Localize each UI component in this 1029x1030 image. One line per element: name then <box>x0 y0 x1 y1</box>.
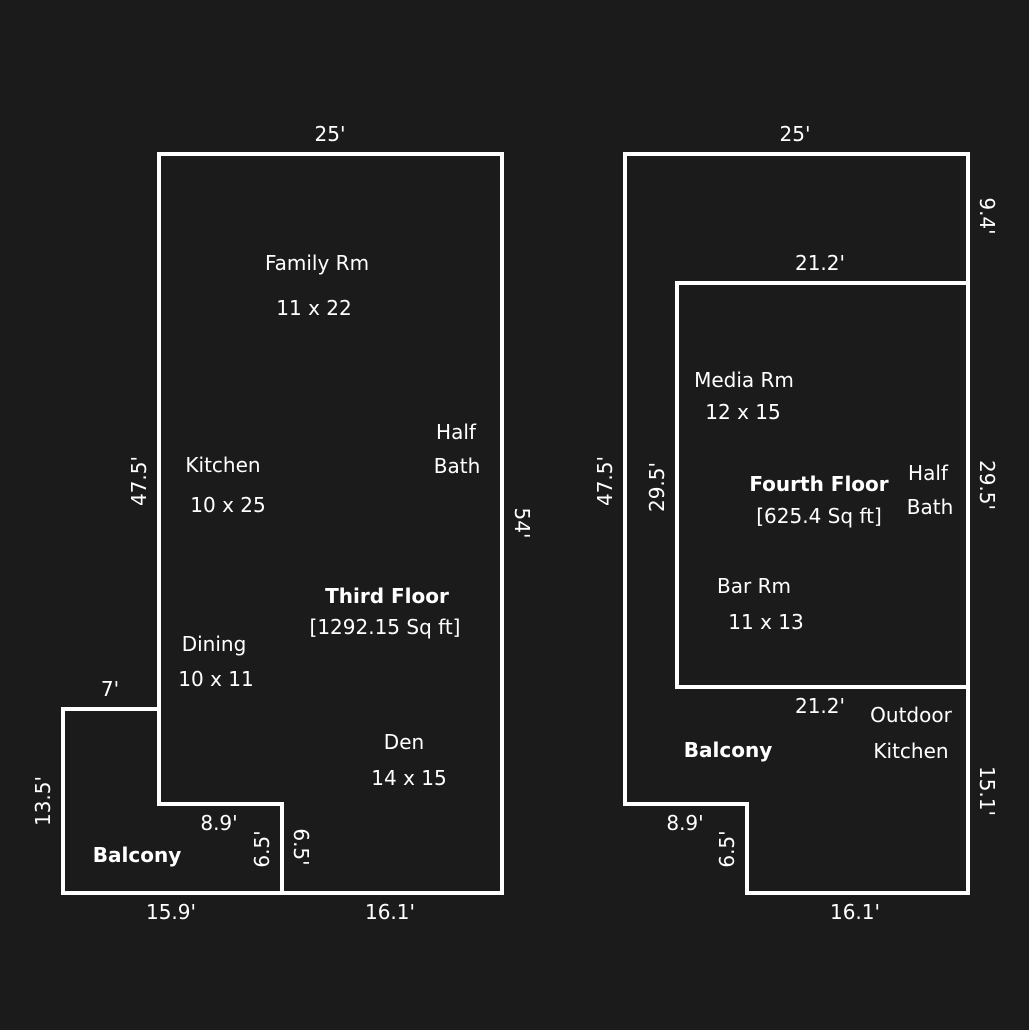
fourth-inner-bottom-dim: 21.2' <box>795 694 845 718</box>
third-notch-outer-dim: 6.5' <box>289 828 313 865</box>
outdoor-kitchen-line1: Outdoor <box>870 703 952 727</box>
media-room-size: 12 x 15 <box>705 400 780 424</box>
fourth-left-dim: 47.5' <box>593 456 617 506</box>
third-notch-inner-dim: 6.5' <box>250 830 274 867</box>
dining-name: Dining <box>182 632 247 656</box>
fourth-right-mid-dim: 29.5' <box>975 460 999 510</box>
third-bottom-left-dim: 15.9' <box>146 900 196 924</box>
family-room-size: 11 x 22 <box>276 296 351 320</box>
third-top-dim: 25' <box>315 122 346 146</box>
den-size: 14 x 15 <box>371 766 446 790</box>
third-balcony-top-dim: 7' <box>101 677 119 701</box>
fourth-half-bath-line1: Half <box>908 461 949 485</box>
media-room-name: Media Rm <box>694 368 794 392</box>
family-room-name: Family Rm <box>265 251 369 275</box>
third-floor-plan: 25' 47.5' 54' Family Rm 11 x 22 Kitchen … <box>31 122 534 924</box>
kitchen-name: Kitchen <box>185 453 260 477</box>
outdoor-kitchen-line2: Kitchen <box>873 739 948 763</box>
third-balcony-name: Balcony <box>93 843 181 867</box>
fourth-right-top-dim: 9.4' <box>975 197 999 234</box>
third-half-bath-line1: Half <box>436 420 477 444</box>
kitchen-size: 10 x 25 <box>190 493 265 517</box>
fourth-floor-outline <box>623 152 970 895</box>
fourth-floor-title: Fourth Floor <box>749 472 888 496</box>
fourth-balcony-name: Balcony <box>684 738 772 762</box>
dining-size: 10 x 11 <box>178 667 253 691</box>
fourth-bottom-dim: 16.1' <box>830 900 880 924</box>
third-left-dim: 47.5' <box>127 456 151 506</box>
third-floor-title: Third Floor <box>325 584 449 608</box>
fourth-floor-enclosed-room <box>675 281 970 689</box>
third-half-bath-line2: Bath <box>434 454 481 478</box>
fourth-top-dim: 25' <box>780 122 811 146</box>
fourth-right-bottom-dim: 15.1' <box>975 766 999 816</box>
den-name: Den <box>384 730 424 754</box>
fourth-notch-top-dim: 8.9' <box>666 811 703 835</box>
third-right-dim: 54' <box>510 508 534 539</box>
third-bottom-right-dim: 16.1' <box>365 900 415 924</box>
third-floor-balcony-outline <box>61 707 284 895</box>
third-notch-top-dim: 8.9' <box>200 811 237 835</box>
fourth-floor-plan: 25' 9.4' 21.2' Media Rm 12 x 15 47.5' 29… <box>593 122 999 924</box>
bar-room-name: Bar Rm <box>717 574 791 598</box>
third-balcony-left-dim: 13.5' <box>31 776 55 826</box>
fourth-floor-area: [625.4 Sq ft] <box>756 504 882 528</box>
bar-room-size: 11 x 13 <box>728 610 803 634</box>
fourth-notch-side-dim: 6.5' <box>715 830 739 867</box>
fourth-half-bath-line2: Bath <box>907 495 954 519</box>
fourth-inner-top-dim: 21.2' <box>795 251 845 275</box>
fourth-inner-left-dim: 29.5' <box>645 462 669 512</box>
third-floor-area: [1292.15 Sq ft] <box>310 615 461 639</box>
